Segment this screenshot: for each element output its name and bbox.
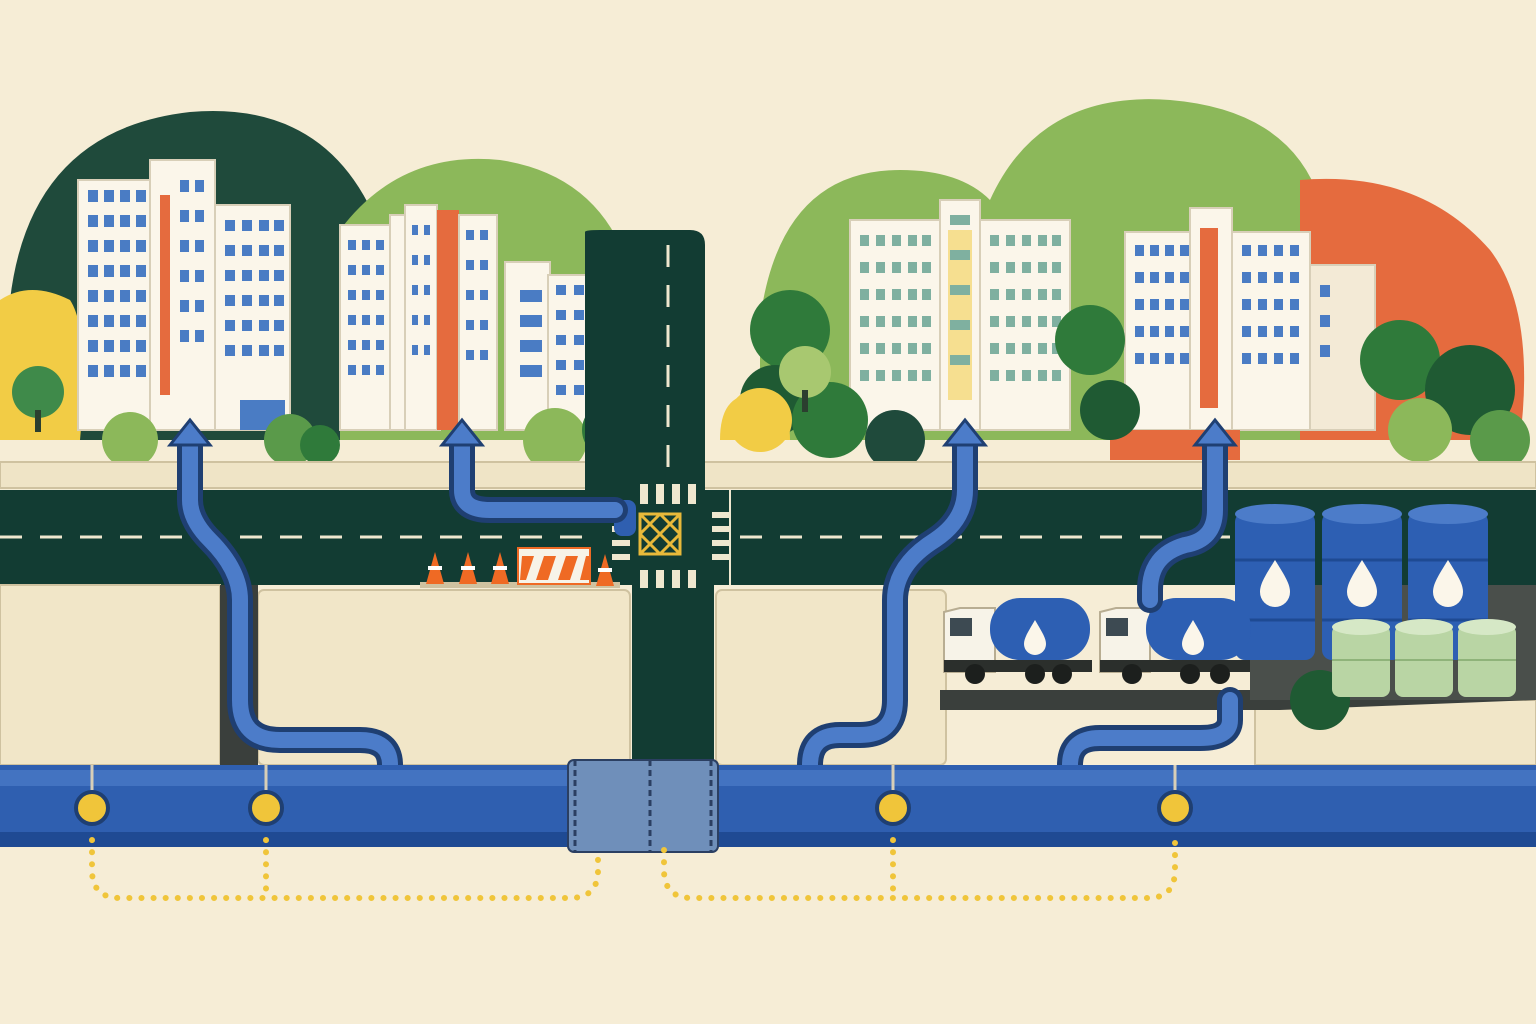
water-drop-icon (1024, 620, 1046, 655)
up-arrow-icon (438, 417, 486, 447)
supply-line (797, 432, 978, 778)
windows (1135, 245, 1330, 364)
water-drop-icon (1347, 560, 1377, 607)
upper-sidewalk (0, 461, 1536, 489)
small-tank (1332, 619, 1390, 697)
small-tank (1458, 619, 1516, 697)
building (404, 204, 438, 431)
building (339, 224, 396, 431)
up-arrow-icon (1191, 417, 1239, 447)
building-accent (1200, 228, 1218, 408)
windows (88, 180, 285, 430)
monitoring-links (89, 837, 1178, 901)
bushes-right (728, 290, 1530, 470)
traffic-cone-icon (596, 554, 614, 586)
south-road (632, 585, 714, 765)
building-accent (437, 210, 459, 430)
building-group-right-a (849, 199, 1071, 431)
building-group-left-b (339, 204, 594, 431)
main-water-pipe (0, 759, 1536, 853)
building (149, 159, 216, 431)
water-drop-icon (1260, 560, 1290, 607)
building (214, 204, 291, 431)
sensor-network (74, 765, 1193, 901)
repair-sleeve (567, 759, 719, 853)
north-road (585, 230, 705, 490)
building-group-left-a (77, 159, 291, 431)
building (458, 214, 498, 431)
supply-line (1137, 432, 1228, 613)
tank-depot (940, 504, 1536, 730)
traffic-cone-icon (426, 552, 444, 584)
water-drop-icon (1433, 560, 1463, 607)
supply-line (1057, 687, 1243, 778)
traffic-cone-icon (491, 552, 509, 584)
water-drop-icon (1182, 620, 1204, 655)
building-accent (160, 195, 170, 395)
up-arrow-icon (941, 417, 989, 447)
trees (12, 290, 1530, 472)
windows (348, 225, 584, 395)
flow-arrows (166, 417, 1239, 447)
windows (860, 215, 1061, 381)
construction-barrier-icon (517, 547, 591, 585)
water-truck (943, 598, 1092, 684)
sensor-node-icon (875, 765, 911, 826)
up-arrow-icon (166, 417, 214, 447)
small-tank (1395, 619, 1453, 697)
pipe-highlight (0, 770, 1536, 786)
supply-line (177, 432, 403, 778)
sensor-node-icon (74, 765, 110, 826)
road-dashes (0, 245, 1230, 539)
box-junction (638, 512, 682, 556)
sensor-node-icon (248, 765, 284, 826)
supply-lines (177, 432, 1243, 778)
pipe-shadow (0, 832, 1536, 847)
sensor-node-icon (1157, 765, 1193, 826)
supply-line (449, 432, 628, 523)
water-truck (1099, 598, 1251, 684)
traffic-cone-icon (459, 552, 477, 584)
